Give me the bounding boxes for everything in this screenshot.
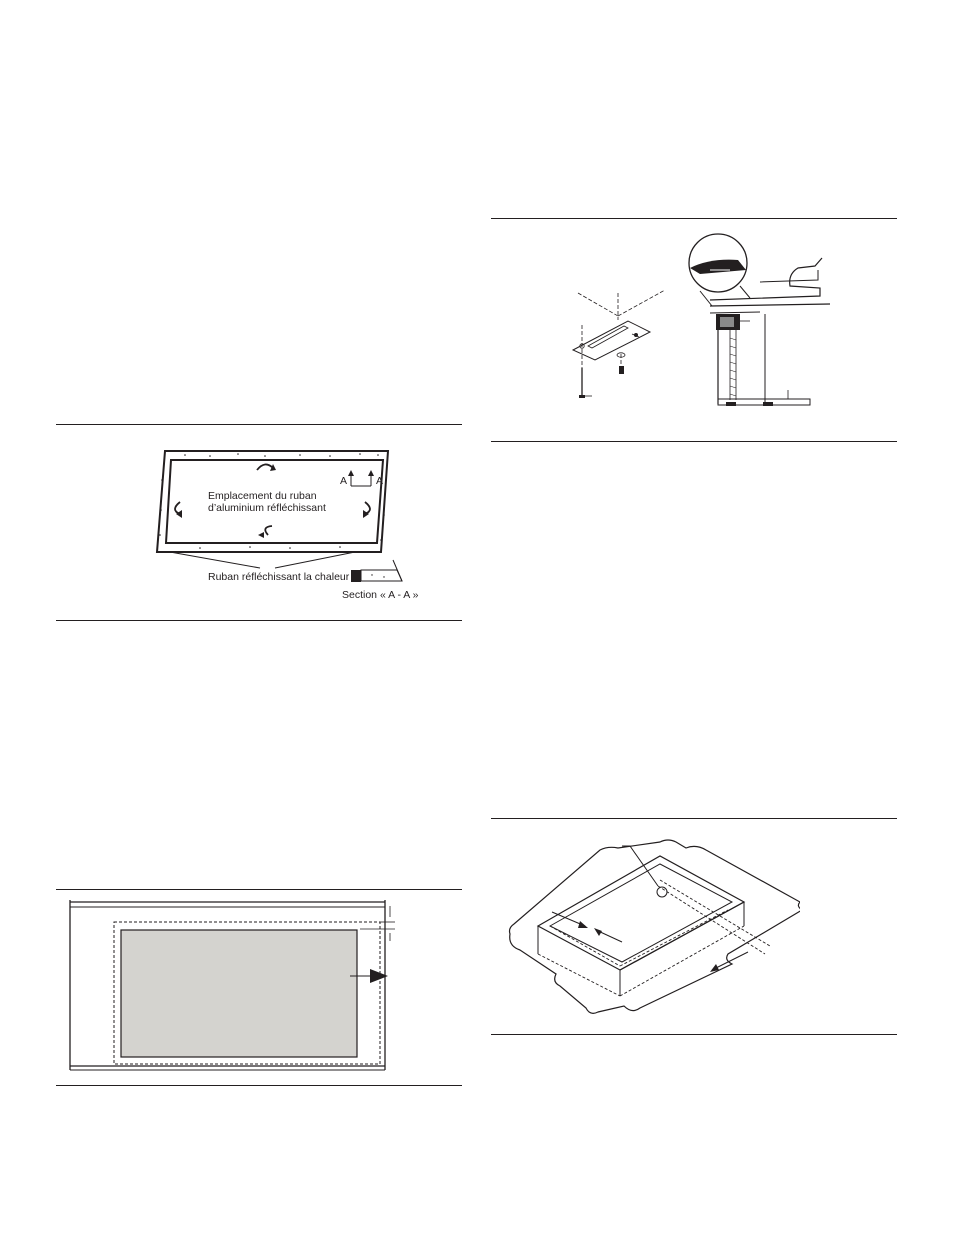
cutout-figure [60, 896, 400, 1076]
divider-bottom-right-fig1 [491, 441, 897, 442]
divider-bottom-left-fig2 [56, 1085, 462, 1086]
reflective-tape-figure: A A Emplacement du ruban d’aluminium réf… [140, 440, 440, 610]
countertop-cutout-figure [500, 836, 800, 1016]
divider-top-left-fig2 [56, 889, 462, 890]
emplacement-label-line1: Emplacement du ruban [208, 490, 317, 502]
divider-bottom-left-fig1 [56, 620, 462, 621]
divider-top-right-fig1 [491, 218, 897, 219]
up-arrow-icon [350, 472, 372, 487]
divider-top-right-fig2 [491, 818, 897, 819]
divider-top-left-fig1 [56, 424, 462, 425]
divider-bottom-right-fig2 [491, 1034, 897, 1035]
tape-label: Ruban réfléchissant la chaleur [208, 571, 350, 583]
section-marker-right: A [376, 475, 383, 487]
section-marker-left: A [340, 475, 347, 487]
bracket-installation-figure [560, 228, 840, 418]
emplacement-label-line2: d’aluminium réfléchissant [208, 502, 326, 514]
right-arrow-icon [350, 969, 388, 983]
section-label: Section « A - A » [342, 589, 419, 601]
